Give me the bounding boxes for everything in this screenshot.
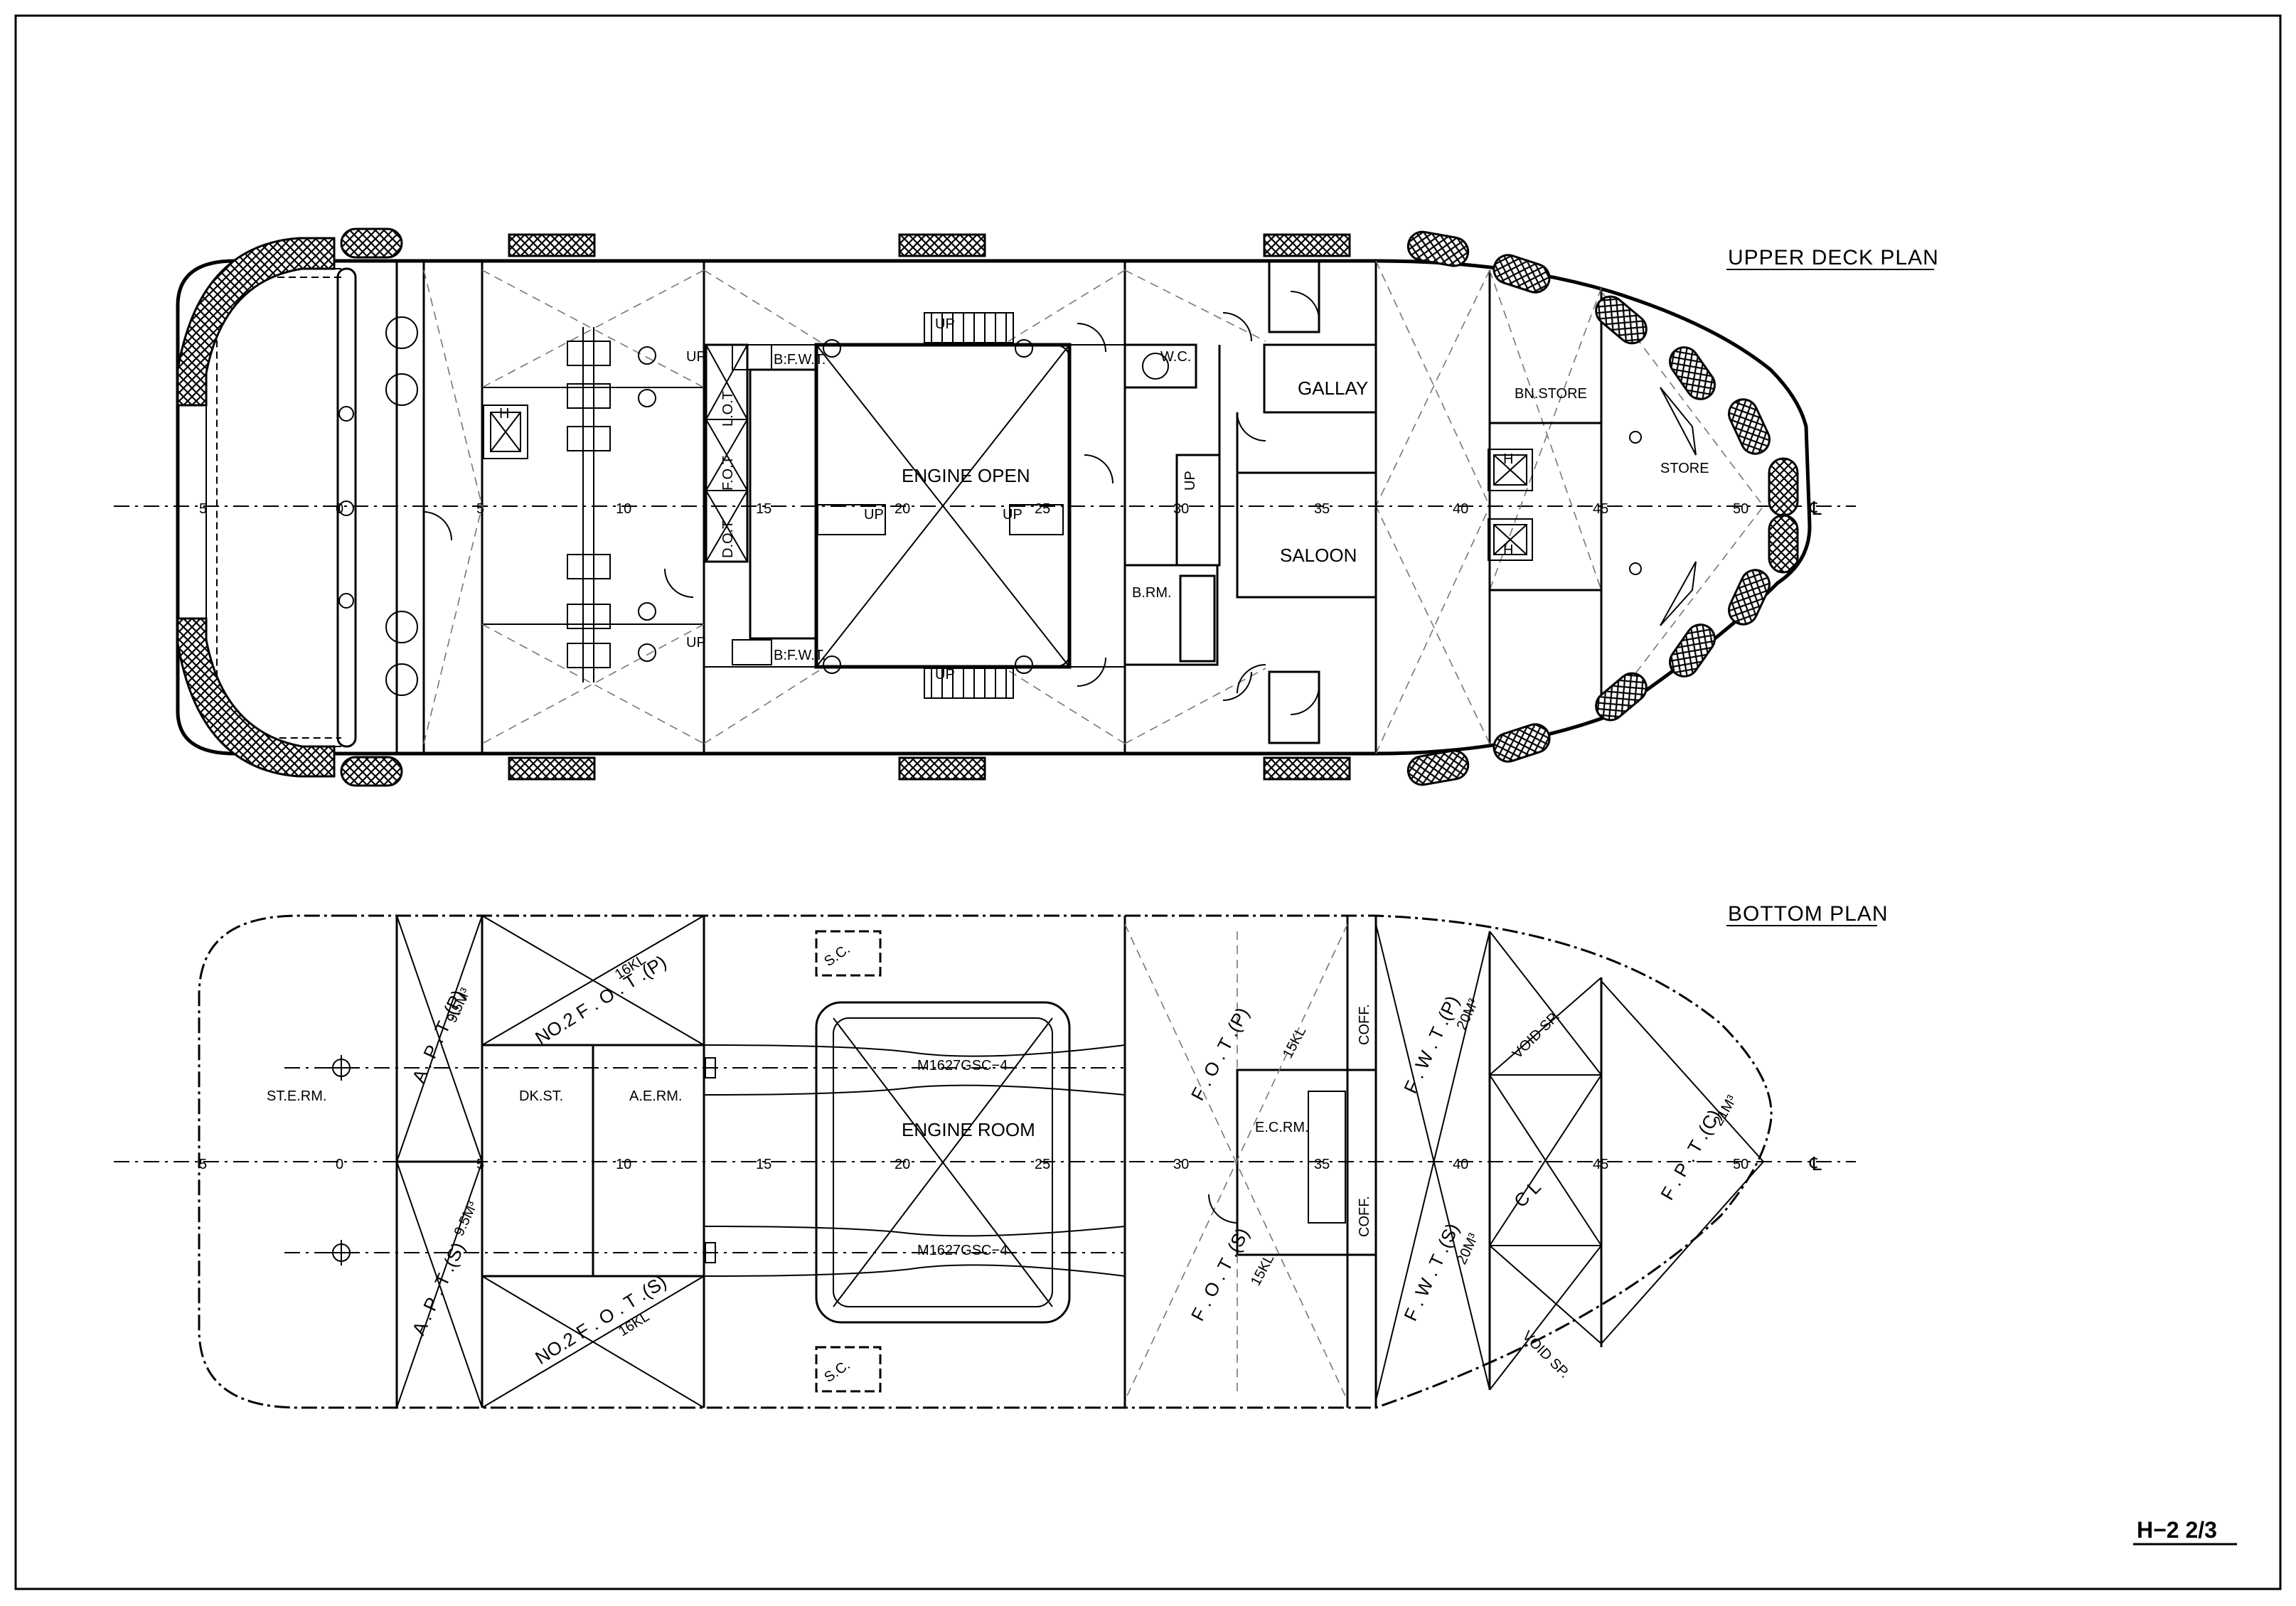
label-fot-p-aft: NO.2 F . O . T .(P) <box>531 951 670 1049</box>
bottom-frame-5: 20 <box>895 1157 910 1172</box>
label-fwt-bottom: B:F.W.T. <box>774 648 826 663</box>
label-engine-model-2: M1627GSC−4 <box>917 1243 1008 1258</box>
bottom-frame-4: 15 <box>756 1157 771 1172</box>
label-coff-top: COFF. <box>1357 1004 1372 1045</box>
label-gallay: GALLAY <box>1298 378 1368 399</box>
upper-frame-2: 5 <box>476 501 484 517</box>
bottom-frame-10: 45 <box>1593 1157 1608 1172</box>
label-up-6: UP <box>1003 507 1022 523</box>
bottom-frame-7: 30 <box>1173 1157 1189 1172</box>
label-fot-p-fwd: F . O . T .(P) <box>1187 1004 1254 1104</box>
upper-frame-10: 45 <box>1593 501 1608 517</box>
upper-frame-5: 20 <box>895 501 910 517</box>
sheet-border <box>14 14 2282 1590</box>
label-void-p: VOID SP. <box>1510 1008 1563 1061</box>
label-wc: W.C. <box>1160 349 1191 365</box>
upper-frame-9: 40 <box>1453 501 1468 517</box>
label-up-1: UP <box>686 349 706 365</box>
upper-frame-4: 15 <box>756 501 771 517</box>
upper-fenders <box>176 227 1799 787</box>
upper-frame-8: 35 <box>1314 501 1330 517</box>
upper-frame-numbers: 5 0 5 10 15 20 25 30 35 40 45 50 ℄ <box>199 498 1822 519</box>
upper-deck-title: UPPER DECK PLAN <box>1728 246 1939 269</box>
bottom-frame-6: 25 <box>1035 1157 1050 1172</box>
label-up-2: UP <box>686 635 706 651</box>
label-ecrm: E.C.RM. <box>1255 1120 1309 1135</box>
upper-hull-outline <box>176 259 1812 756</box>
label-engine-open: ENGINE OPEN <box>902 465 1030 486</box>
label-void-s: VOID SP. <box>1519 1328 1572 1381</box>
label-apt-s: A . P . T .(S) <box>407 1239 469 1339</box>
label-up-4: UP <box>935 667 955 682</box>
label-fot-s-fwd: F . O . T .(S) <box>1187 1224 1254 1324</box>
bottom-cl-mark: ℄ <box>1809 1153 1822 1174</box>
upper-frame-1: 0 <box>336 501 343 517</box>
label-lot: L.O.T <box>720 391 736 427</box>
label-hatch-1: H <box>499 406 509 422</box>
label-aerm: A.E.RM. <box>629 1088 682 1104</box>
label-hatch-2: H <box>1503 451 1513 467</box>
label-ster: ST.E.RM. <box>267 1088 326 1104</box>
label-hatch-3: H <box>1503 542 1513 558</box>
bottom-frame-11: 50 <box>1733 1157 1748 1172</box>
upper-frame-0: 5 <box>199 501 207 517</box>
bottom-frame-2: 5 <box>476 1157 484 1172</box>
label-dot: D.O.T <box>720 520 736 558</box>
label-fwt-top: B:F.W.T. <box>774 352 826 368</box>
bottom-frame-numbers: 5 0 5 10 15 20 25 30 35 40 45 50 ℄ <box>199 1153 1822 1174</box>
upper-frame-11: 50 <box>1733 501 1748 517</box>
upper-deck-plan: UPPER DECK PLAN ENGINE OPEN L.O.T F.O.T … <box>114 227 1939 787</box>
upper-frame-7: 30 <box>1173 501 1189 517</box>
label-sc-top: S.C. <box>821 941 853 970</box>
label-sc-bottom: S.C. <box>821 1357 853 1386</box>
label-saloon: SALOON <box>1280 545 1357 566</box>
upper-frame-3: 10 <box>616 501 631 517</box>
upper-cl-mark: ℄ <box>1809 498 1822 519</box>
sheet-number: H−2 2/3 <box>2137 1517 2217 1543</box>
label-fot: F.O.T <box>720 456 736 491</box>
bottom-frame-1: 0 <box>336 1157 343 1172</box>
label-up-5: UP <box>864 507 884 523</box>
upper-frame-6: 25 <box>1035 501 1050 517</box>
bottom-frame-9: 40 <box>1453 1157 1468 1172</box>
bottom-hull-outline <box>198 914 1773 1409</box>
label-engine-model-1: M1627GSC−4 <box>917 1058 1008 1074</box>
bottom-frame-8: 35 <box>1314 1157 1330 1172</box>
label-fwt-s: F . W . T .(S) <box>1399 1220 1463 1324</box>
bottom-plan-title: BOTTOM PLAN <box>1728 902 1888 926</box>
label-apt-s-cap: 9.5M³ <box>452 1199 481 1238</box>
label-coff-bottom: COFF. <box>1357 1196 1372 1237</box>
bottom-frame-0: 5 <box>199 1157 207 1172</box>
label-brm: B.RM. <box>1132 585 1172 601</box>
label-dkst: DK.ST. <box>519 1088 563 1104</box>
bottom-frame-3: 10 <box>616 1157 631 1172</box>
bottom-plan: BOTTOM PLAN ST.E.RM. DK.ST. A.E.RM. ENGI… <box>114 902 1888 1409</box>
label-bn-store: BN.STORE <box>1515 386 1587 402</box>
label-fot-p-fwd-cap: 15KL <box>1280 1024 1309 1061</box>
label-up-7: UP <box>1182 471 1198 491</box>
label-store: STORE <box>1660 461 1709 476</box>
label-engine-room: ENGINE ROOM <box>902 1119 1035 1140</box>
label-fot-s-fwd-cap: 15KL <box>1248 1252 1277 1289</box>
label-up-3: UP <box>935 316 955 332</box>
